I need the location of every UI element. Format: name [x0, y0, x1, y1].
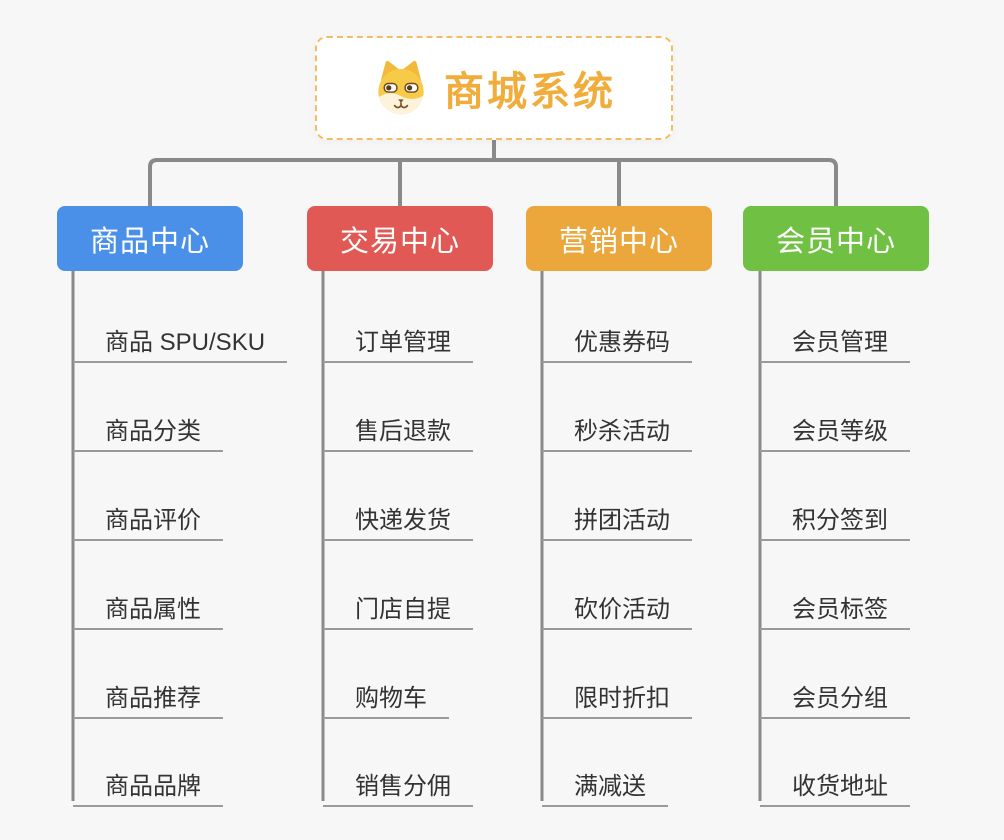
leaf-node-shopping-cart[interactable]: 购物车 [323, 669, 449, 719]
branch-box-trade-center[interactable]: 交易中心 [307, 206, 493, 271]
branch-label: 商品中心 [89, 225, 210, 258]
root-title: 商城系统 [444, 70, 616, 114]
leaf-node-express-shipping[interactable]: 快递发货 [323, 491, 473, 541]
leaf-node-product-brand[interactable]: 商品品牌 [73, 757, 223, 807]
branch-box-member-center[interactable]: 会员中心 [743, 206, 929, 271]
leaf-node-coupon-code[interactable]: 优惠券码 [542, 313, 692, 363]
leaf-node-product-review[interactable]: 商品评价 [73, 491, 223, 541]
leaf-node-sales-commission[interactable]: 销售分佣 [323, 757, 473, 807]
branch-label: 会员中心 [775, 225, 896, 258]
leaf-node-limited-time-discount[interactable]: 限时折扣 [542, 669, 692, 719]
leaf-node-flash-sale[interactable]: 秒杀活动 [542, 402, 692, 452]
leaf-node-member-tags[interactable]: 会员标签 [760, 580, 910, 630]
leaf-node-member-groups[interactable]: 会员分组 [760, 669, 910, 719]
leaf-node-order-management[interactable]: 订单管理 [323, 313, 473, 363]
leaf-node-product-category[interactable]: 商品分类 [73, 402, 223, 452]
branch-label: 营销中心 [558, 225, 679, 258]
branch-box-marketing-center[interactable]: 营销中心 [526, 206, 712, 271]
leaf-node-store-pickup[interactable]: 门店自提 [323, 580, 473, 630]
dog-face-icon [378, 60, 424, 115]
leaf-node-product-attribute[interactable]: 商品属性 [73, 580, 223, 630]
leaf-node-member-management[interactable]: 会员管理 [760, 313, 910, 363]
leaf-node-group-buy[interactable]: 拼团活动 [542, 491, 692, 541]
leaf-node-aftersale-refund[interactable]: 售后退款 [323, 402, 473, 452]
leaf-node-bargain-activity[interactable]: 砍价活动 [542, 580, 692, 630]
leaf-node-full-reduction[interactable]: 满减送 [542, 757, 668, 807]
branch-box-product-center[interactable]: 商品中心 [57, 206, 243, 271]
leaf-node-shipping-address[interactable]: 收货地址 [760, 757, 910, 807]
leaf-node-points-checkin[interactable]: 积分签到 [760, 491, 910, 541]
branch-bus-line [148, 158, 838, 206]
branch-label: 交易中心 [339, 225, 460, 258]
leaf-node-product-spu-sku[interactable]: 商品 SPU/SKU [73, 313, 288, 363]
leaf-node-product-recommend[interactable]: 商品推荐 [73, 669, 223, 719]
root-node[interactable]: 商城系统 [315, 36, 673, 140]
leaf-node-member-level[interactable]: 会员等级 [760, 402, 910, 452]
